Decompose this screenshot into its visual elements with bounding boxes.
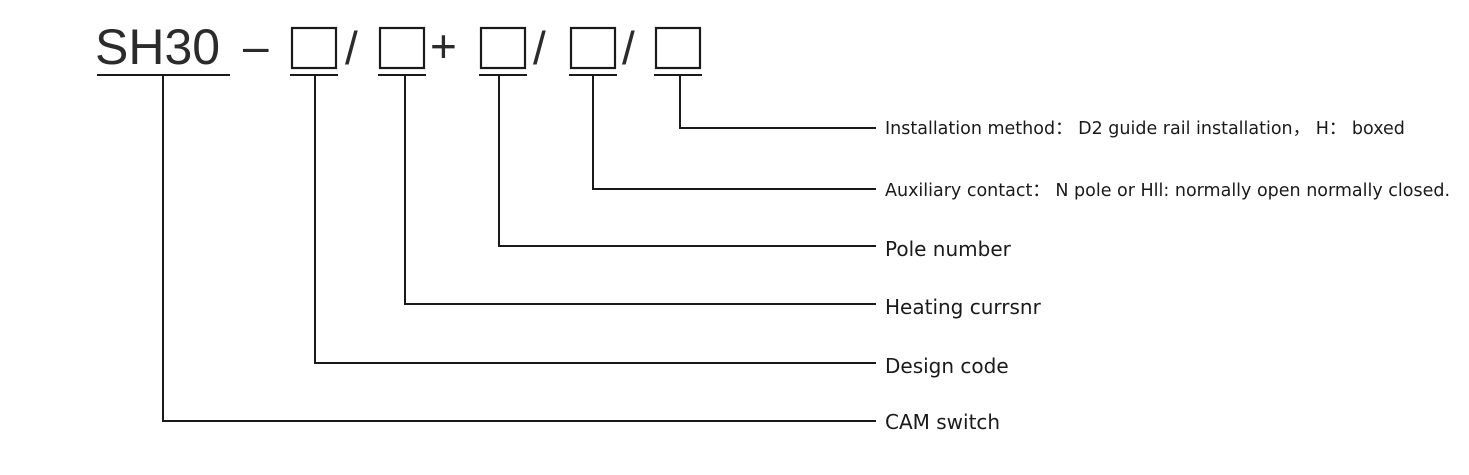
leader-cam (162, 75, 876, 422)
label-installation-method: Installation method： D2 guide rail insta… (885, 119, 1405, 139)
leader-heating (404, 75, 876, 305)
label-heating-current: Heating currsnr (885, 295, 1042, 319)
slot-box-pole-number (479, 26, 527, 70)
leader-installation (679, 75, 876, 129)
separator-plus: + (430, 20, 457, 72)
separator-dash: – (243, 20, 269, 72)
separator-slash-2: / (533, 22, 546, 74)
leader-design (314, 75, 876, 364)
label-pole-number: Pole number (885, 237, 1012, 261)
leader-pole (498, 75, 876, 247)
slot-box-heating-current (378, 26, 426, 70)
separator-slash-1: / (345, 22, 358, 74)
label-cam-switch: CAM switch (885, 410, 1000, 434)
leader-auxiliary (592, 75, 876, 190)
slot-box-auxiliary-contact (569, 26, 617, 70)
separator-slash-3: / (622, 22, 635, 74)
slot-box-design-code (290, 26, 338, 70)
model-prefix: SH30 (95, 19, 220, 75)
label-auxiliary-contact: Auxiliary contact： N pole or Hll: normal… (885, 181, 1450, 201)
slot-box-installation (654, 26, 702, 70)
label-design-code: Design code (885, 354, 1009, 378)
